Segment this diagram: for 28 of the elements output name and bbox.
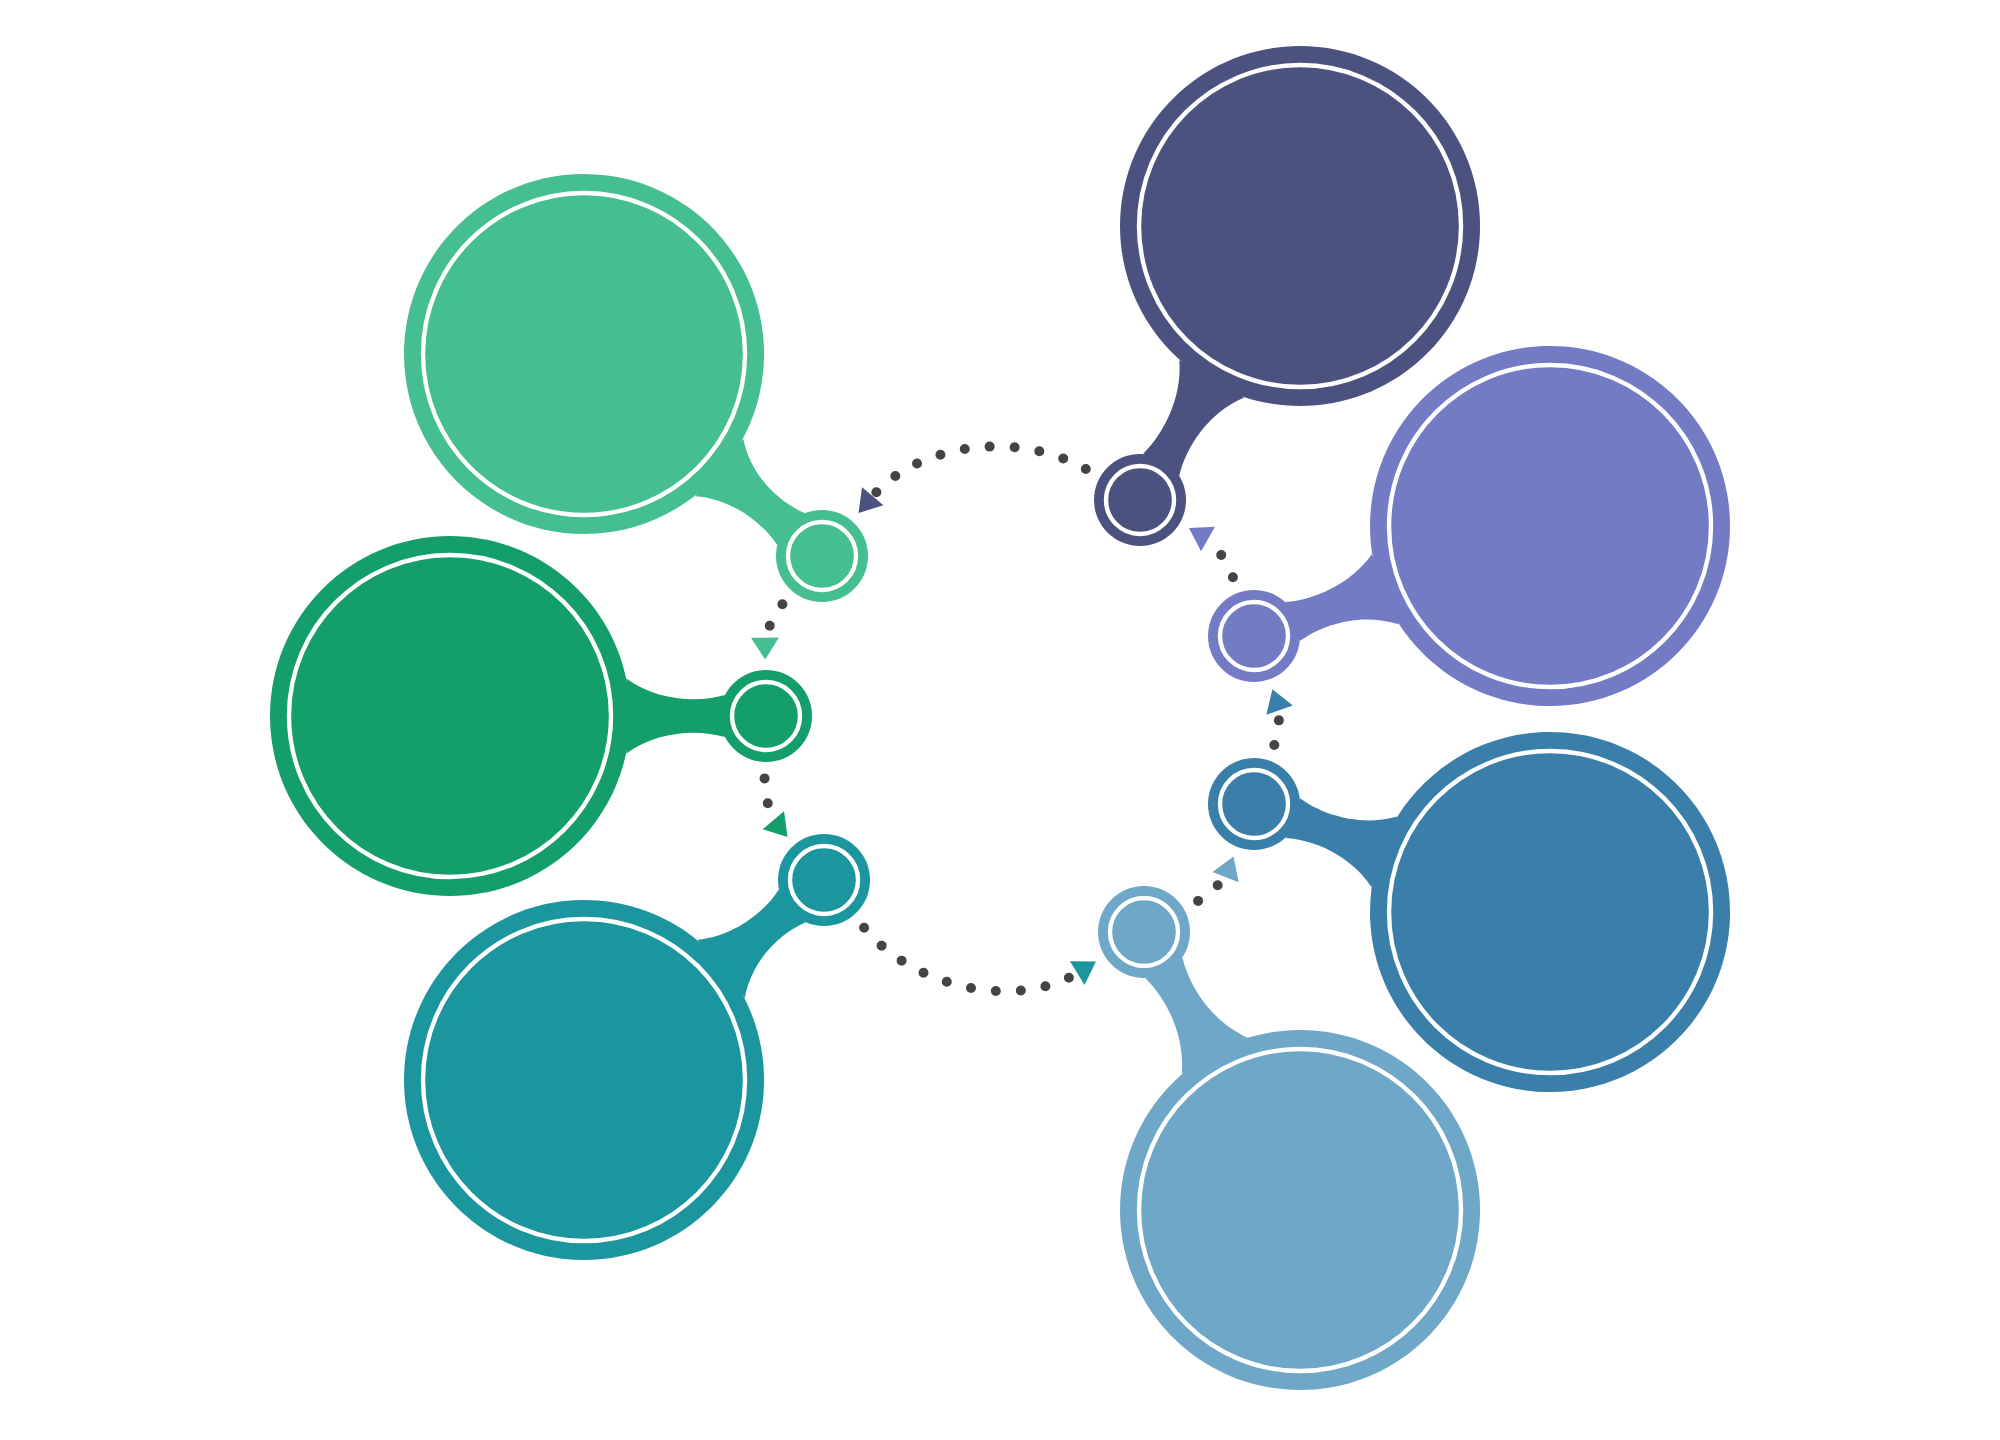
dotted-arrow xyxy=(750,599,788,660)
small-circle xyxy=(1094,454,1186,546)
dotted-arrow xyxy=(1266,689,1293,750)
stem xyxy=(695,438,805,545)
stem xyxy=(1285,798,1398,887)
small-circle xyxy=(1208,590,1300,682)
large-circle xyxy=(1370,346,1731,706)
stem xyxy=(697,889,806,999)
small-circle xyxy=(1208,758,1300,850)
small-circle xyxy=(778,834,870,926)
stem xyxy=(1285,554,1399,641)
stem xyxy=(1143,360,1245,476)
dotted-arrow xyxy=(859,922,1096,997)
large-circle xyxy=(1120,1030,1481,1390)
dotted-arrow xyxy=(759,773,788,837)
stem xyxy=(1145,957,1248,1074)
small-circle xyxy=(720,670,812,762)
large-circle xyxy=(1120,46,1481,406)
large-circle xyxy=(270,536,630,896)
dotted-arrow xyxy=(858,441,1091,513)
small-circle xyxy=(1098,886,1190,978)
small-circle xyxy=(776,510,868,602)
dotted-arrow xyxy=(1193,856,1239,906)
large-circle xyxy=(404,174,764,534)
large-circle xyxy=(1370,732,1731,1092)
stem xyxy=(626,678,725,754)
large-circle xyxy=(404,900,764,1260)
dotted-arrow xyxy=(1188,526,1238,583)
